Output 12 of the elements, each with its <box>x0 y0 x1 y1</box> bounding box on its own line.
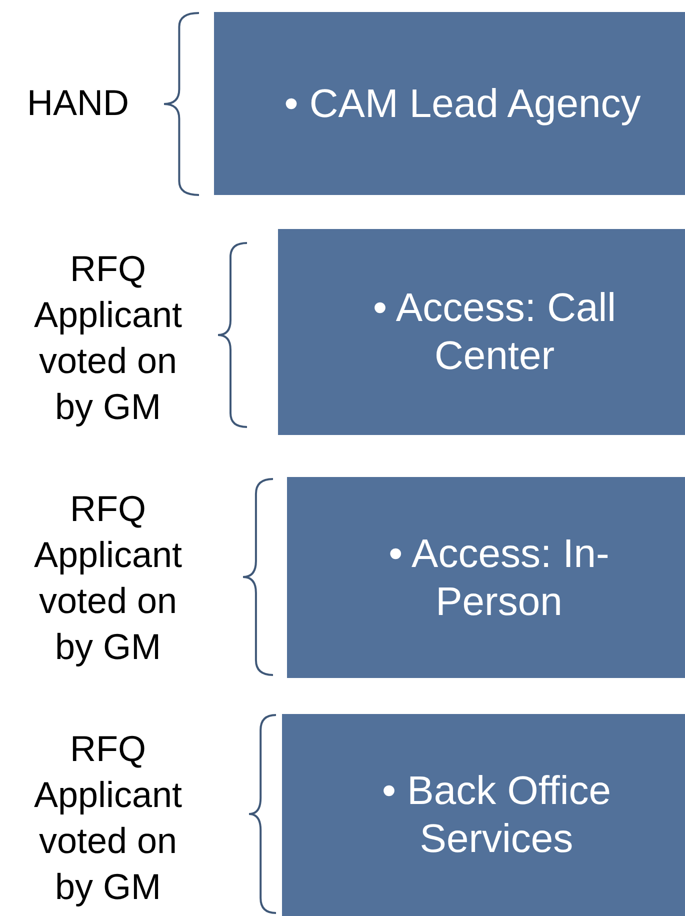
side-label: RFQ Applicant voted on by GM <box>32 487 184 669</box>
process-box <box>287 477 685 678</box>
box-text: • Back Office Services <box>381 768 612 863</box>
process-box <box>278 229 685 435</box>
process-box <box>214 12 685 195</box>
side-label: HAND <box>26 81 130 125</box>
process-box <box>282 714 685 916</box>
side-label: RFQ Applicant voted on by GM <box>32 727 184 909</box>
box-text: • CAM Lead Agency <box>284 80 641 128</box>
box-text: • Access: In-Person <box>388 530 610 626</box>
box-text: • Access: Call Center <box>372 285 617 380</box>
side-label: RFQ Applicant voted on by GM <box>32 247 184 429</box>
